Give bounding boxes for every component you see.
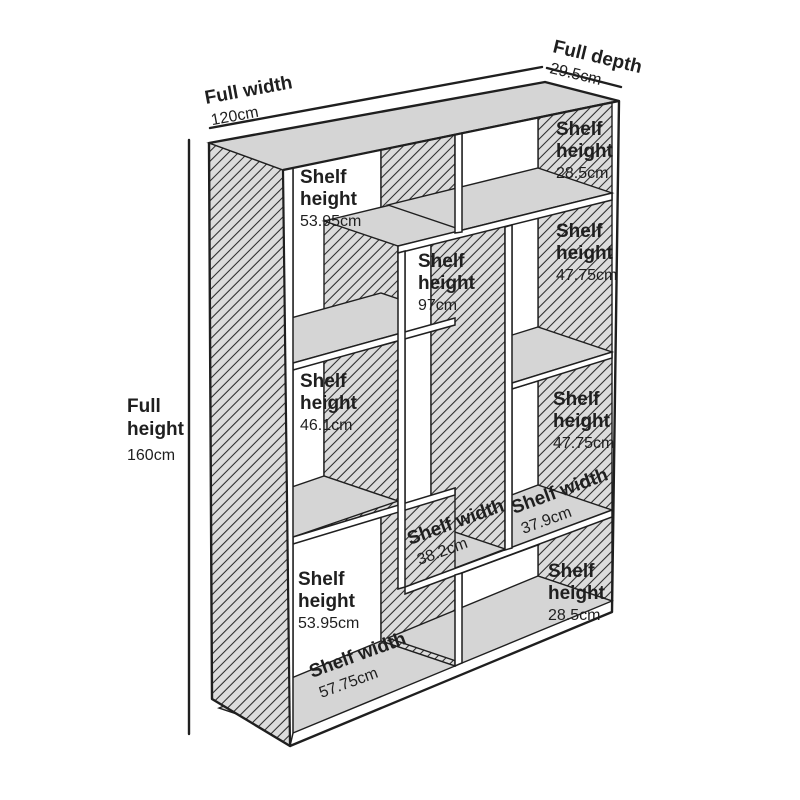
label-value: 28.5cm <box>556 165 608 182</box>
label-value: 47.75cm <box>556 267 617 284</box>
shelf-height-label-top-right: Shelf height 28.5cm <box>556 119 614 182</box>
label-line: height <box>556 141 614 162</box>
full-width-value: 120cm <box>210 104 260 129</box>
label-line: height <box>300 393 358 414</box>
compartment-bottom-right-floor <box>386 575 614 664</box>
full-height-value: 160cm <box>127 447 175 464</box>
shelf-height-label-middle: Shelf height 97cm <box>418 251 476 314</box>
label-line: Shelf <box>556 221 603 242</box>
label-value: 53.95cm <box>298 615 359 632</box>
full-width-title: Full width <box>203 72 294 109</box>
label-line: Shelf <box>553 389 600 410</box>
full-height-title-line1: Full <box>127 396 161 417</box>
divider-edge-bottom <box>454 572 463 668</box>
label-value: 97cm <box>418 297 457 314</box>
label-line: height <box>548 583 606 604</box>
label-line: Shelf <box>418 251 465 272</box>
full-height-title-line2: height <box>127 419 185 440</box>
label-value: 46.1cm <box>300 417 352 434</box>
label-line: height <box>298 591 356 612</box>
shelf-height-label-bottom-left: Shelf height 53.95cm <box>298 569 359 632</box>
shelf-height-label-bottom-right: Shelf height 28.5cm <box>548 561 606 624</box>
shelf-height-label-upper-right: Shelf height 47.75cm <box>556 221 617 284</box>
shelf-height-label-lower-right: Shelf height 47.75cm <box>553 389 614 452</box>
left-side-panel <box>208 141 291 748</box>
divider-edge-top <box>454 132 463 234</box>
label-line: height <box>553 411 611 432</box>
label-value: 28.5cm <box>548 607 600 624</box>
shelf-edge-128cm-level <box>404 508 613 596</box>
label-line: Shelf <box>300 167 347 188</box>
shelf-height-label-middle-left: Shelf height 46.1cm <box>300 371 358 434</box>
full-width-label: Full width 120cm <box>203 72 294 129</box>
full-depth-dimension-line <box>545 66 623 89</box>
label-line: height <box>418 273 476 294</box>
full-height-label: Full height 160cm <box>127 396 185 464</box>
left-front-edge <box>281 169 292 747</box>
label-value: 53.95cm <box>300 213 361 230</box>
label-line: Shelf <box>298 569 345 590</box>
shelf-height-label-top-left: Shelf height 53.95cm <box>300 167 361 230</box>
label-value: 47.75cm <box>553 435 614 452</box>
top-front-edge <box>282 99 620 172</box>
label-line: Shelf <box>300 371 347 392</box>
label-line: height <box>556 243 614 264</box>
label-line: Shelf <box>548 561 595 582</box>
full-width-dimension-line <box>208 65 544 130</box>
label-line: Shelf <box>556 119 603 140</box>
divider-edge-middle-left <box>397 250 406 590</box>
bookcase-outline <box>207 80 621 748</box>
shelf-edge-28cm-level <box>397 192 613 254</box>
divider-edge-middle-right <box>504 224 513 551</box>
label-line: height <box>300 189 358 210</box>
